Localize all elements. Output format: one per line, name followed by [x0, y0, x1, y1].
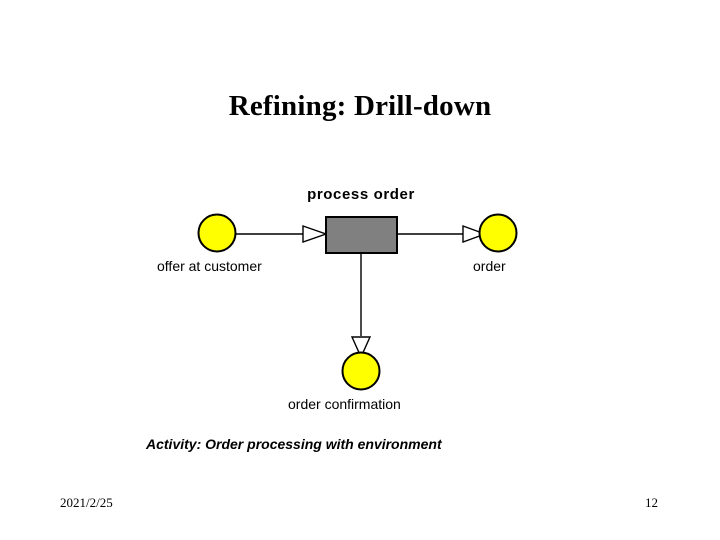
diagram-caption: Activity: Order processing with environm… — [146, 436, 442, 452]
node-order-confirmation — [341, 351, 381, 391]
arrowhead-activity-to-confirmation — [350, 336, 372, 359]
activity-box-process-order — [325, 216, 398, 254]
page-title: Refining: Drill-down — [228, 90, 492, 122]
arrowhead-offer-to-activity — [302, 225, 329, 243]
node-label-order: order — [473, 258, 506, 274]
node-label-order-confirmation: order confirmation — [288, 396, 401, 412]
footer-date: 2021/2/25 — [60, 495, 113, 510]
node-order — [478, 213, 518, 253]
node-offer-at-customer — [197, 213, 237, 253]
footer-page-number: 12 — [645, 495, 658, 510]
arrowhead-activity-to-order — [462, 225, 488, 243]
activity-label-process-order: process order — [0, 186, 720, 203]
node-label-offer-at-customer: offer at customer — [157, 258, 262, 274]
activity-label-text: process order — [307, 186, 415, 203]
